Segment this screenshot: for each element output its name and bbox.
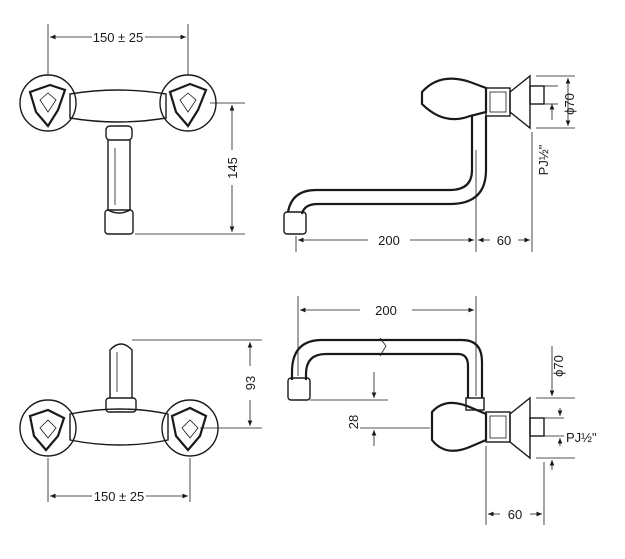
top-rosette-dim: ϕ70 [562,93,577,115]
top-reach-dim: 200 [378,233,400,248]
right-rosette [159,74,217,132]
top-front-view: 150 ± 25 145 [19,24,245,235]
side-handle [420,77,488,121]
bottom-mixer-body [69,408,169,446]
top-side-view: ϕ70 PJ½" 200 60 [283,74,577,252]
bottom-side-handle [430,401,488,452]
side-spout [286,116,474,213]
bottom-spout [109,343,133,398]
top-front-width-dim: 150 ± 25 [93,30,144,45]
bottom-side-view: 200 28 ϕ70 PJ½" 60 [287,296,597,525]
bottom-drop-dim: 28 [346,415,361,429]
top-front-height-dim: 145 [225,157,240,179]
mixer-body [69,89,167,123]
left-handle [28,83,67,128]
bottom-side-spout [290,338,484,398]
bottom-reach-dim: 200 [375,303,397,318]
bottom-offset-dim: 60 [508,507,522,522]
bottom-rosette-dim: ϕ70 [551,355,566,377]
bottom-side-rosette [509,396,531,460]
bottom-thread-dim: PJ½" [566,430,597,445]
left-rosette [19,74,77,132]
side-rosette [509,74,531,130]
bottom-front-height-dim: 93 [243,376,258,390]
bottom-left-rosette [19,399,77,457]
bottom-front-view: 93 150 ± 25 [19,339,262,504]
top-thread-dim: PJ½" [536,144,551,175]
bottom-front-width-dim: 150 ± 25 [94,489,145,504]
spout [107,140,131,214]
top-offset-dim: 60 [497,233,511,248]
right-handle [168,82,208,128]
